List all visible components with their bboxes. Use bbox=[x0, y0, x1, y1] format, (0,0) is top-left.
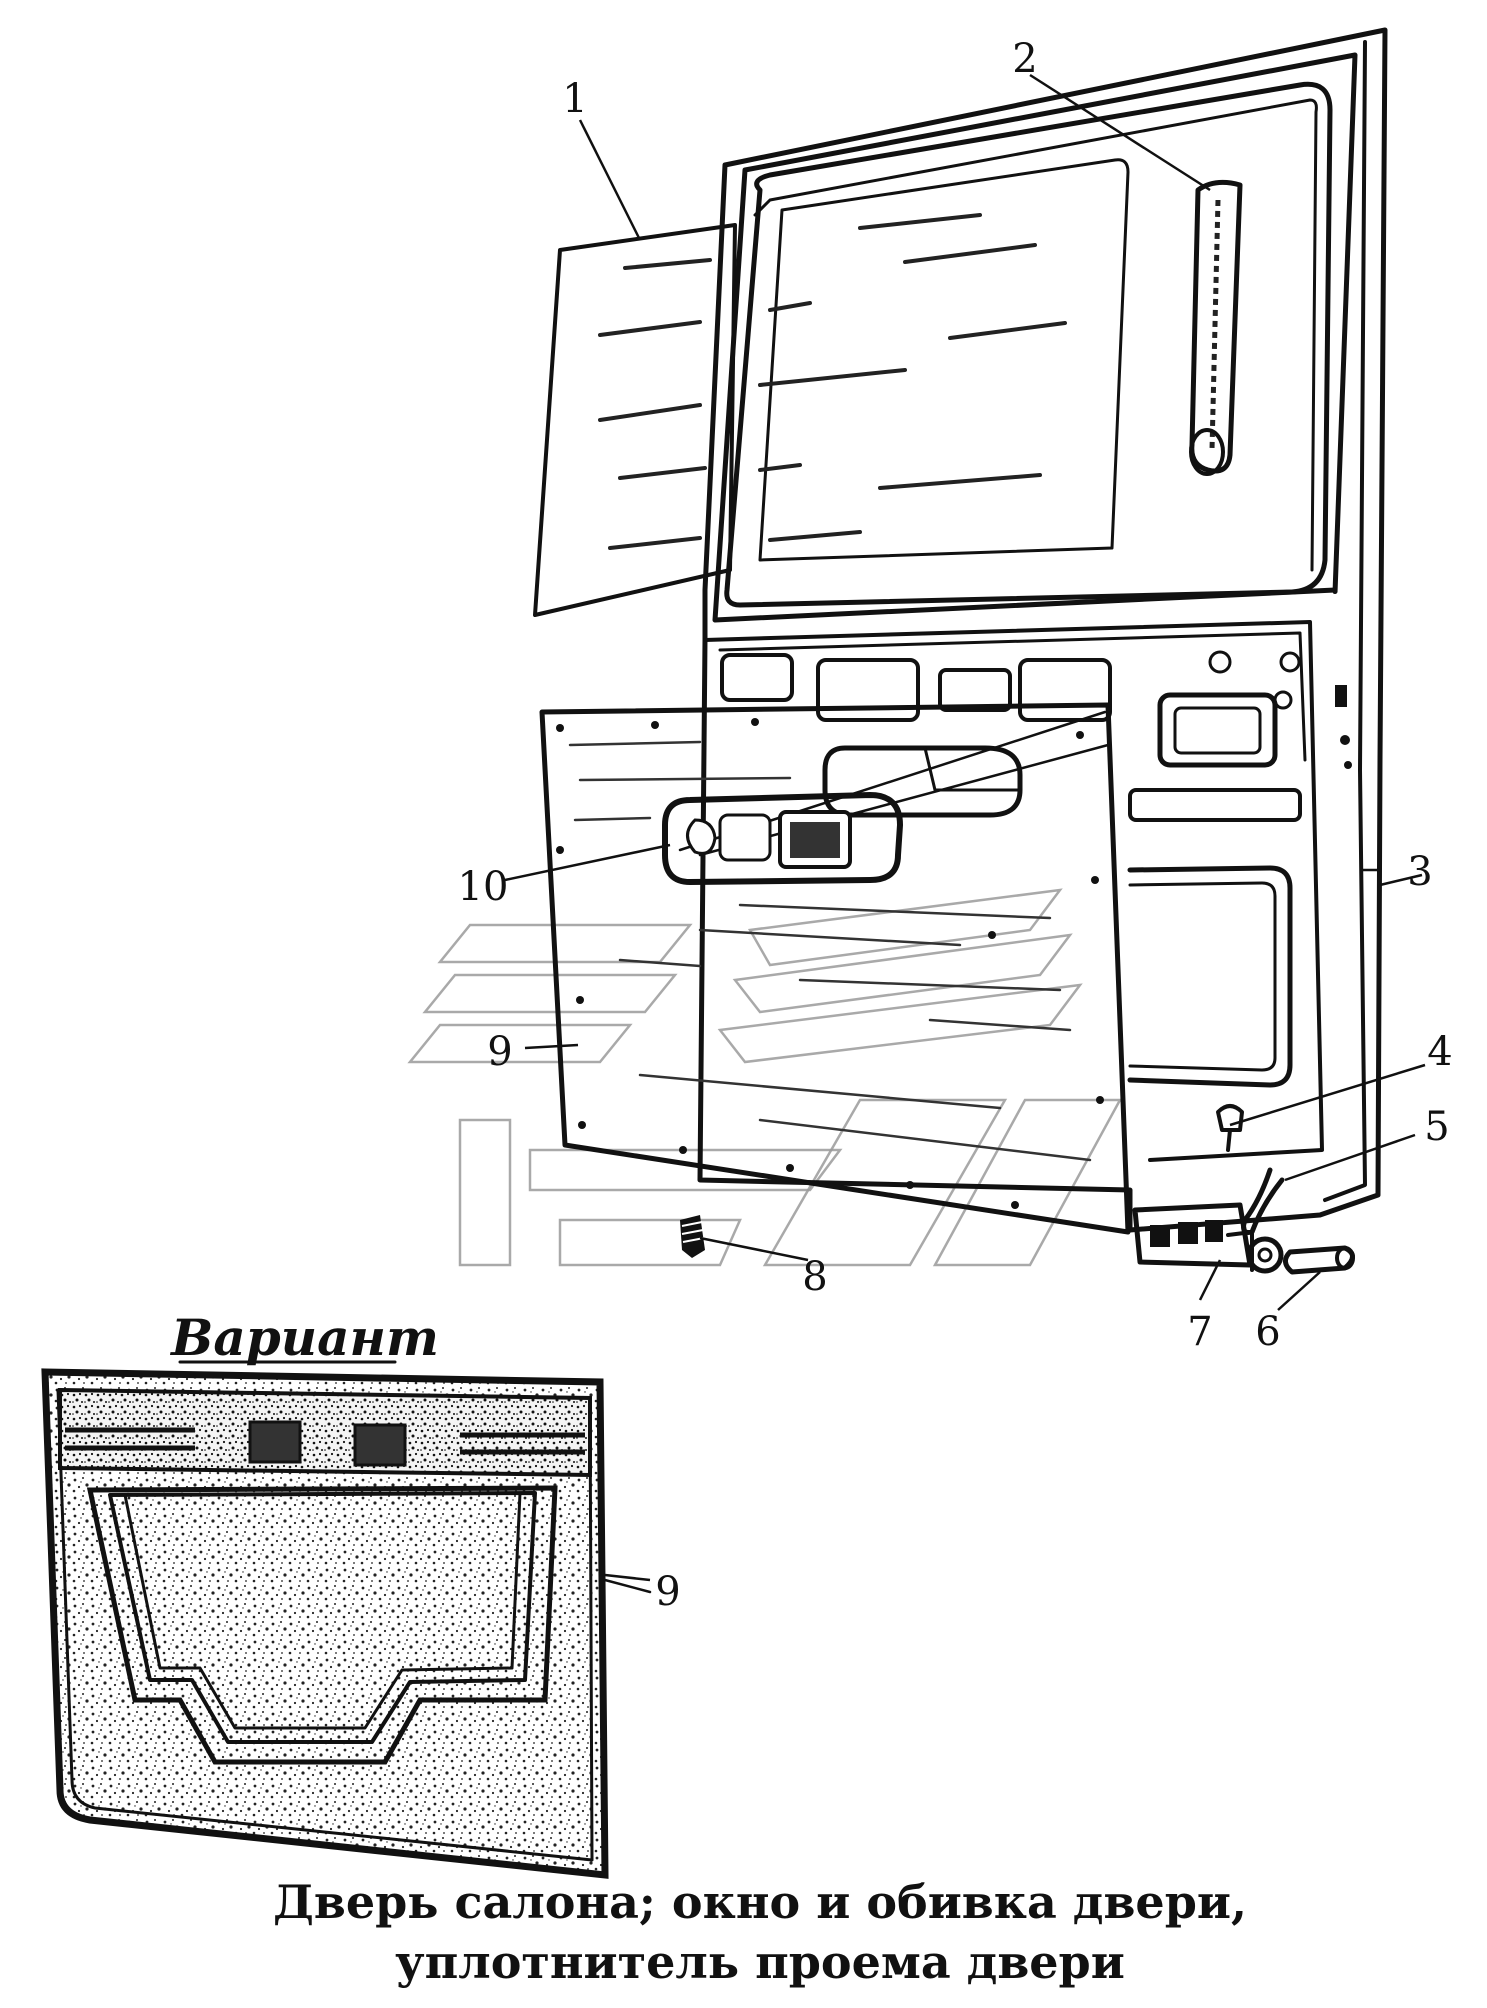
door-trim-panel bbox=[539, 702, 1131, 1235]
variant-section: Вариант 9 bbox=[41, 1308, 681, 1879]
door-opening-seal bbox=[1189, 179, 1243, 476]
callout-5: 5 bbox=[1424, 1104, 1449, 1150]
callout-10: 10 bbox=[458, 864, 509, 910]
callout-2: 2 bbox=[1012, 36, 1037, 82]
screw bbox=[680, 1215, 705, 1258]
window-regulator-handle bbox=[662, 792, 903, 885]
lock-bolt bbox=[1216, 1104, 1244, 1152]
callout-9-variant: 9 bbox=[655, 1569, 680, 1615]
figure-caption: Дверь салона; окно и обивка двери, уплот… bbox=[273, 1875, 1247, 1989]
door-frame bbox=[697, 27, 1388, 1233]
callout-9: 9 bbox=[487, 1029, 512, 1075]
caption-line-1: Дверь салона; окно и обивка двери, bbox=[273, 1875, 1247, 1929]
variant-trim-panel bbox=[41, 1368, 609, 1879]
callout-1: 1 bbox=[562, 76, 587, 122]
callout-6: 6 bbox=[1255, 1309, 1280, 1355]
callout-8: 8 bbox=[802, 1254, 827, 1300]
hinge-pin bbox=[1283, 1245, 1355, 1275]
variant-title: Вариант bbox=[169, 1308, 439, 1367]
callout-3: 3 bbox=[1407, 849, 1432, 895]
caption-line-2: уплотнитель проема двери bbox=[395, 1935, 1125, 1989]
watermark-logo bbox=[407, 888, 1123, 1267]
spring bbox=[1241, 1167, 1285, 1235]
hinge bbox=[1132, 1202, 1284, 1274]
callout-7: 7 bbox=[1187, 1309, 1212, 1355]
callout-4: 4 bbox=[1427, 1029, 1452, 1075]
leader-lines bbox=[504, 73, 1426, 1582]
callout-labels: 1 2 3 4 5 6 7 8 9 10 bbox=[458, 36, 1453, 1355]
